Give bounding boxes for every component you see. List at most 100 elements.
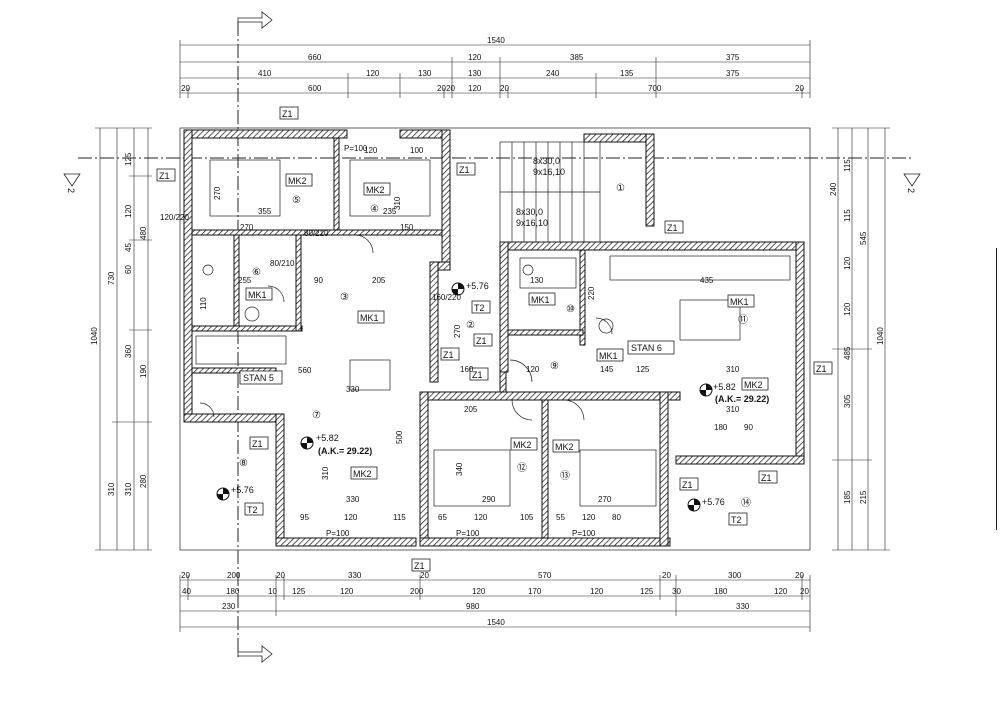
room-number: ⑬ [560,470,570,482]
dim-bottom: 330 [348,571,362,580]
dim-bottom: 300 [728,571,742,580]
dim-bottom: 125 [640,587,654,596]
dim-top-total: 1540 [487,36,505,45]
dim-bottom: 200 [227,571,241,580]
room-dim: 120 [364,146,378,155]
room-number: ⑭ [741,497,751,509]
room-number: ④ [370,204,379,215]
dim-bottom: 125 [292,587,306,596]
dim-bottom: 120 [340,587,354,596]
room-dim: 435 [700,276,714,285]
dim-right: 120 [843,256,852,270]
opening-label: P=100 [456,529,480,538]
tag-z1: Z1 [476,336,487,346]
tag-t2: T2 [731,515,742,525]
room-dim: 205 [372,276,386,285]
dim-top: 20 [500,84,509,93]
dim-bottom-total: 1540 [487,618,505,627]
tag-mk1: MK1 [248,290,267,300]
room-dim: 120 [474,513,488,522]
dim-right: 1040 [876,327,885,345]
room-dim: 340 [455,462,464,476]
walls [183,129,805,547]
dim-bottom: 200 [410,587,424,596]
interior-dimensions: 355 270 270 235 310 150 100 120 205 90 2… [199,146,753,522]
dim-top: 375 [726,69,740,78]
dim-right: 115 [843,159,852,172]
elevation-stan5: +5.82 [316,433,339,443]
opening-label: P=100 [344,144,368,153]
room-dim: 500 [395,430,404,444]
stair-label: 9x16,10 [533,167,565,177]
dim-top: 375 [726,53,740,62]
dim-bottom: 20 [795,571,804,580]
stair-label: 8x30,0 [516,207,543,217]
room-dim: 290 [482,495,496,504]
room-dim: 65 [438,513,447,522]
tag-mk2: MK2 [353,469,372,479]
room-number: ⑩ [566,304,575,315]
opening-label: 80/210 [270,259,295,268]
tag-mk2: MK2 [513,440,532,450]
tag-mk2: MK2 [744,380,763,390]
room-number: ② [466,320,475,331]
dim-bottom: 120 [774,587,788,596]
dim-bottom: 330 [736,602,750,611]
dim-top: 20 [437,84,446,93]
tag-mk1: MK1 [531,295,550,305]
staircase: 8x30,0 9x16,10 8x30,0 9x16,10 [499,141,601,243]
tag-z1: Z1 [443,350,454,360]
room-dim: 100 [410,146,424,155]
dim-left: 125 [124,152,133,166]
tag-z1: Z1 [761,473,772,483]
tag-z1: Z1 [282,109,293,119]
dim-right: 215 [859,490,868,504]
dim-top: 120 [468,84,482,93]
page-edge-bar [996,248,1006,530]
dim-bottom: 180 [226,587,240,596]
dim-left: 45 [124,243,133,252]
room-dim: 310 [321,466,330,480]
dim-top: 130 [468,69,482,78]
dim-bottom: 10 [268,587,277,596]
room-dim: 105 [520,513,534,522]
tag-mk2: MK2 [288,176,307,186]
dim-bottom: 120 [590,587,604,596]
room-numbers: ① ② ③ ④ ⑤ ⑥ ⑦ ⑧ ⑨ ⑩ ⑪ ⑫ ⑬ ⑭ [239,183,751,509]
room-dim: 120 [344,513,358,522]
room-dim: 150 [400,223,414,232]
tag-t2: T2 [474,303,485,313]
dim-left: 120 [124,204,133,218]
room-dim: 120 [526,365,540,374]
room-dim: 145 [600,365,614,374]
dim-right: 115 [843,209,852,222]
room-dim: 330 [346,385,360,394]
door-swings [199,234,613,421]
stair-label: 9x16,10 [516,218,548,228]
tags: Z1 Z1 Z1 Z1 Z1 Z1 Z1 Z1 Z1 Z1 Z1 Z1 T2 T… [156,106,833,572]
opening-labels: 80/210 80/210 P=100 P=100 P=100 P=100 16… [160,144,596,538]
room-dim: 90 [314,276,323,285]
room-number: ③ [340,292,349,303]
dim-left: 280 [139,474,148,488]
opening-label: 80/210 [304,229,329,238]
dim-bottom: 20 [662,571,671,580]
dim-bottom: 20 [800,587,809,596]
room-number: ⑥ [252,267,261,278]
dim-top: 20 [795,84,804,93]
room-dim: 80 [612,513,621,522]
room-dim: 330 [346,495,360,504]
tag-mk2: MK2 [366,185,385,195]
tag-z1: Z1 [414,561,425,571]
dim-left: 190 [139,364,148,378]
unit-labels: STAN 5 STAN 6 +5.82 (A.K.= 29.22) +5.82 … [216,281,769,512]
room-number: ⑪ [738,314,748,326]
room-dim: 270 [598,495,612,504]
room-dim: 270 [240,223,254,232]
tag-z1: Z1 [472,370,483,380]
elevation: +5.76 [466,281,489,291]
dim-bottom: 40 [182,587,191,596]
room-number: ⑨ [550,361,559,372]
stair-label: 8x30,0 [533,156,560,166]
room-number: ⑧ [239,458,248,469]
